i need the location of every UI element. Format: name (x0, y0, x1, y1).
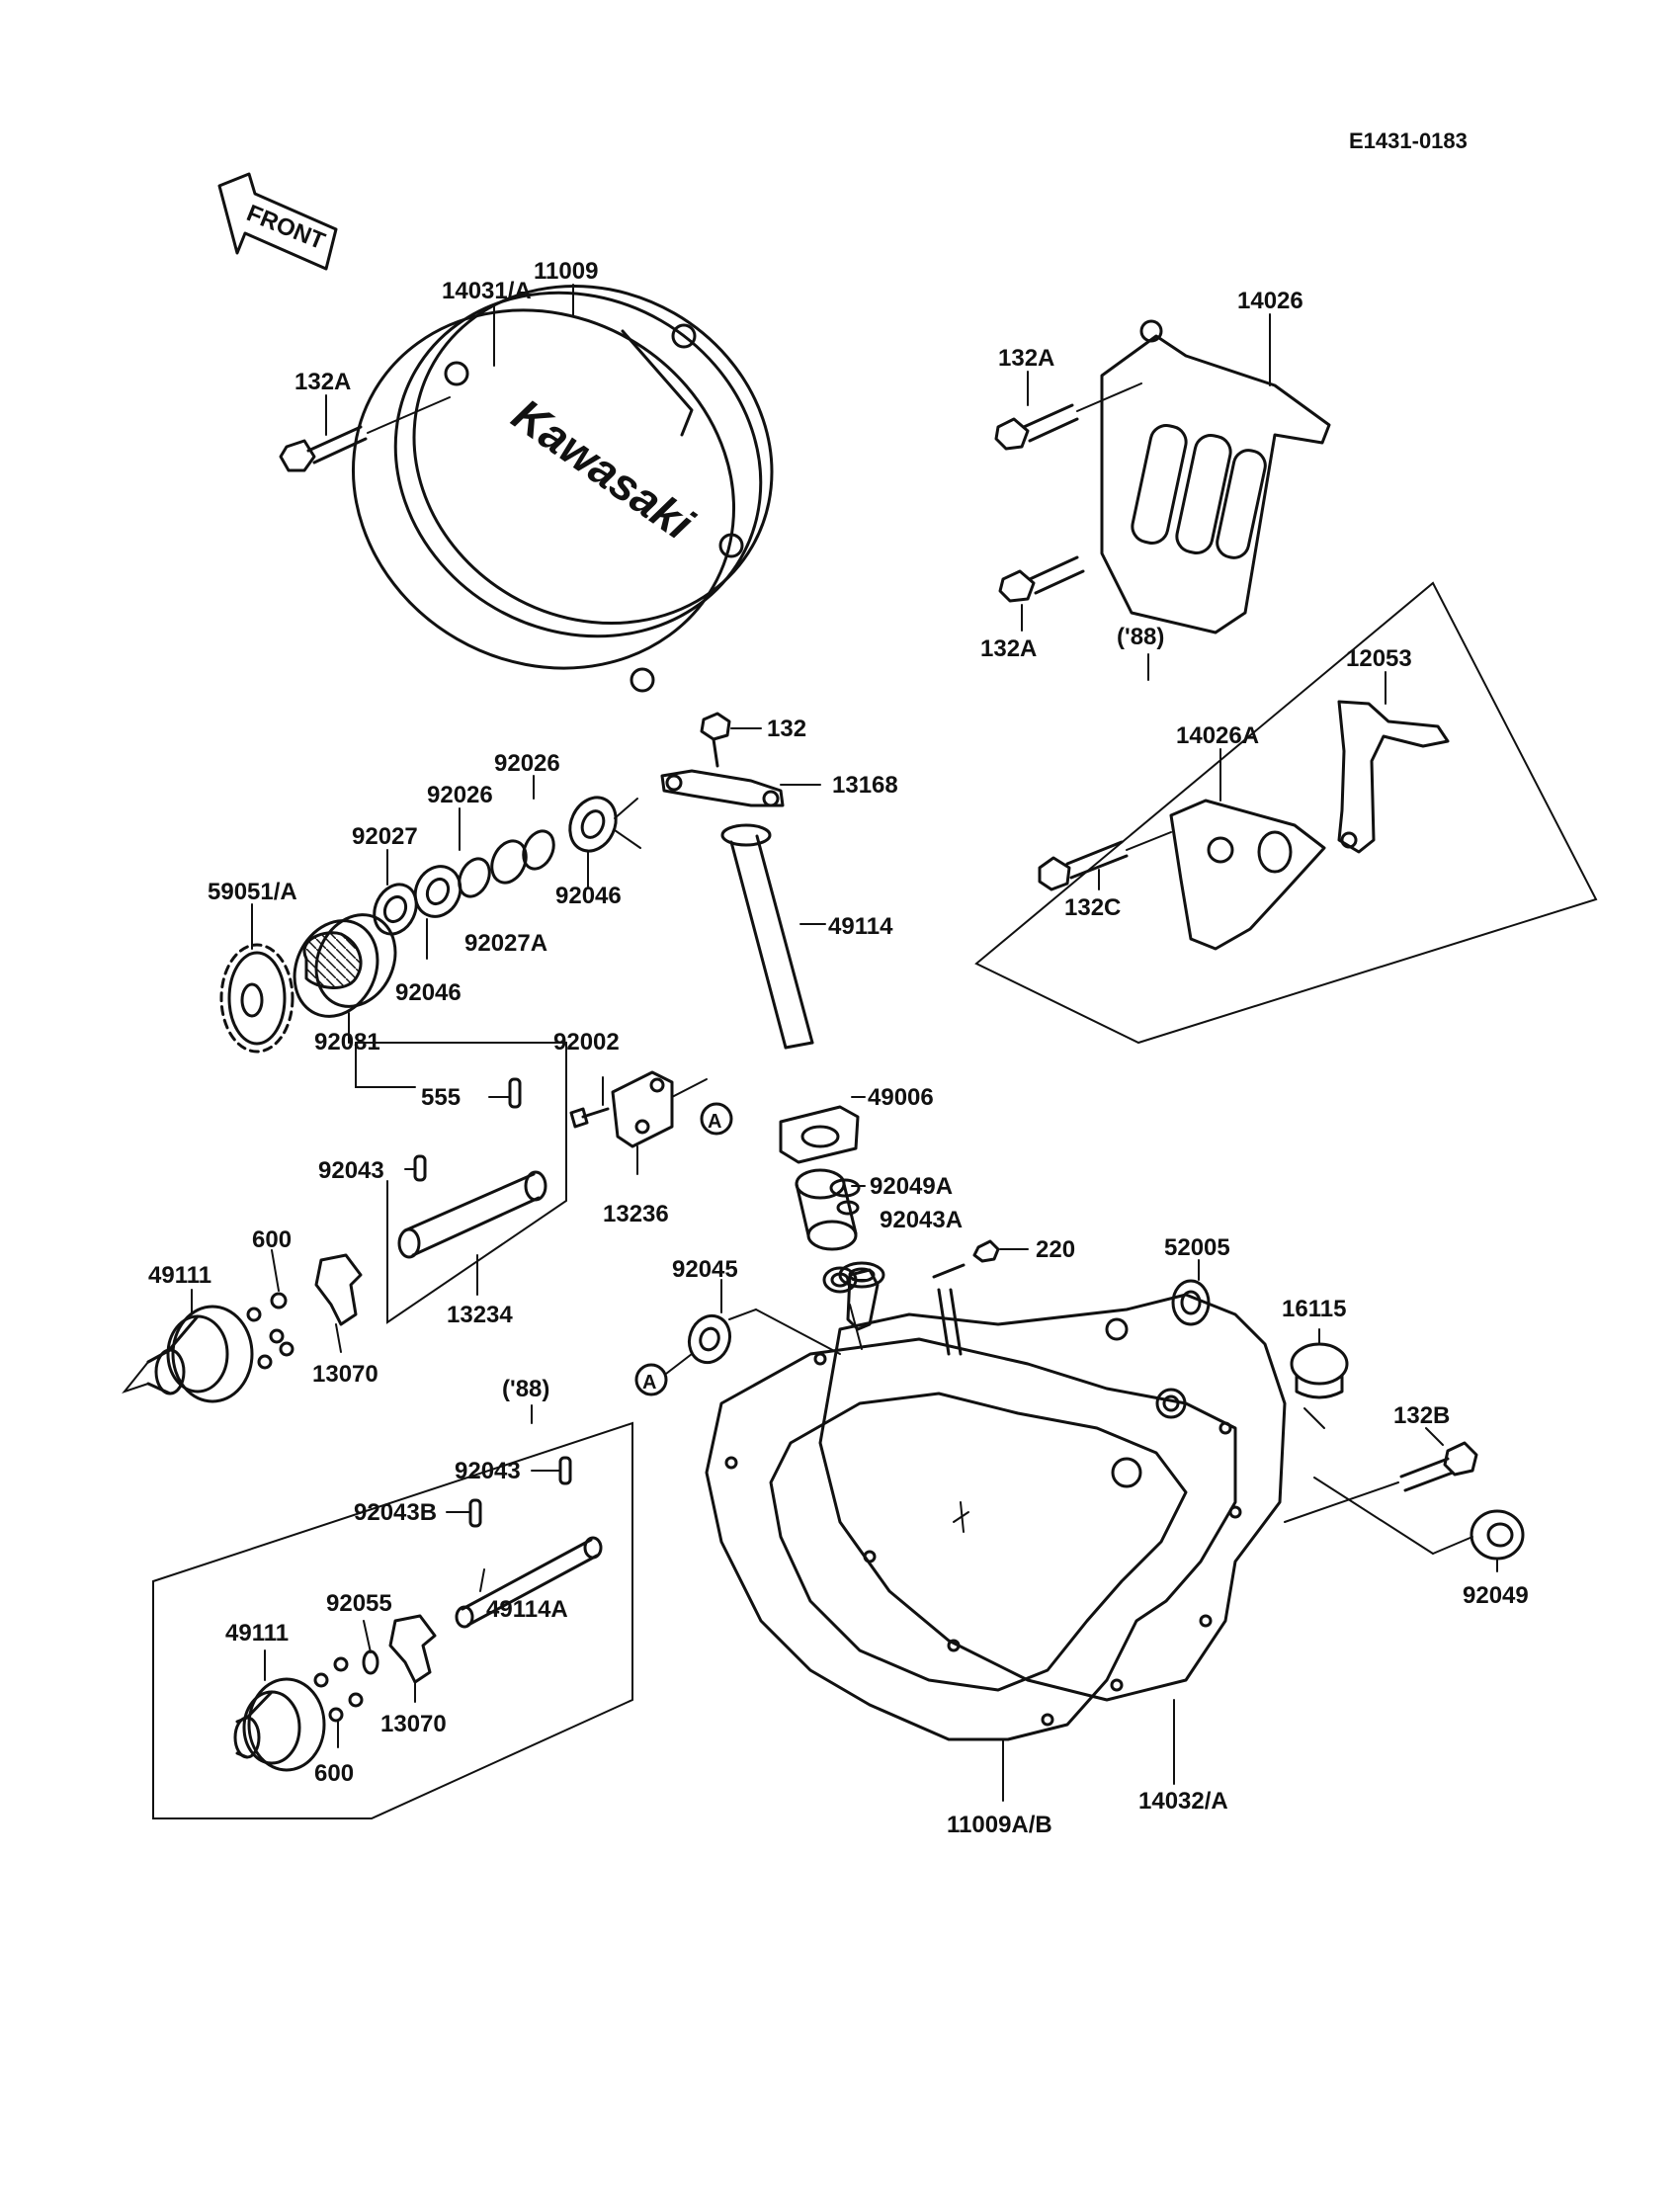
label-13070-a: 13070 (312, 1361, 378, 1388)
label-132: 132 (767, 716, 806, 742)
bolt-132a-right-lower (998, 555, 1085, 603)
label-11009: 11009 (534, 258, 598, 285)
generator-cover: Kawasaki (351, 285, 774, 693)
label-14032a: 14032/A (1138, 1788, 1228, 1815)
diagram-code: E1431-0183 (1349, 128, 1468, 153)
label-600-b: 600 (314, 1760, 354, 1787)
label-16115: 16115 (1282, 1296, 1346, 1322)
label-92043-a: 92043 (318, 1157, 384, 1184)
label-12053: 12053 (1346, 645, 1412, 672)
year-88-bottom: ('88) (502, 1376, 549, 1402)
label-49006: 49006 (868, 1084, 934, 1111)
bracket-13236 (569, 1070, 708, 1148)
spring (293, 913, 397, 1018)
shift-drum-parts (779, 1105, 863, 1350)
label-600-a: 600 (252, 1226, 292, 1253)
kick-shaft-upper (122, 1253, 363, 1403)
label-132b: 132B (1393, 1402, 1450, 1429)
label-13236: 13236 (603, 1201, 669, 1227)
cover-small-parts (687, 1239, 1525, 1561)
sprocket-cover (1100, 319, 1331, 634)
label-52005: 52005 (1164, 1234, 1230, 1261)
svg-text:A: A (642, 1372, 656, 1394)
label-92002: 92002 (553, 1029, 620, 1056)
label-92045: 92045 (672, 1256, 738, 1283)
leader-lines (191, 284, 1498, 1802)
label-92043b: 92043B (354, 1499, 437, 1526)
label-92049a: 92049A (870, 1173, 953, 1200)
label-11009ab: 11009A/B (947, 1812, 1052, 1838)
label-92027a: 92027A (464, 930, 547, 957)
label-220: 220 (1036, 1236, 1075, 1263)
marker-a-lower: A (634, 1353, 693, 1396)
label-132c: 132C (1064, 894, 1121, 921)
part-labels: 11009 14031/A 132A 14026 132A 132A 12053… (148, 258, 1529, 1838)
label-92055: 92055 (326, 1590, 392, 1617)
marker-a-upper: A (700, 1102, 733, 1136)
inset-88-top: ('88) (974, 581, 1598, 1045)
label-13168: 13168 (832, 772, 898, 799)
label-555: 555 (421, 1084, 461, 1111)
label-49111-b: 49111 (225, 1620, 289, 1647)
label-92081: 92081 (314, 1029, 380, 1056)
sprocket (219, 943, 294, 1054)
label-13070-b: 13070 (380, 1711, 447, 1737)
clutch-cover (705, 1261, 1287, 1741)
label-92046-a: 92046 (555, 883, 622, 909)
label-92026-a: 92026 (494, 750, 560, 777)
label-132a-right-lower: 132A (980, 635, 1037, 662)
inset-88-bottom: ('88) (152, 1376, 633, 1819)
label-92026-b: 92026 (427, 782, 493, 808)
label-132a-left: 132A (294, 369, 351, 395)
label-49114: 49114 (828, 913, 893, 940)
svg-text:A: A (708, 1111, 721, 1133)
label-14026a: 14026A (1176, 722, 1259, 749)
front-arrow-icon: FRONT (217, 172, 338, 271)
inset-13234 (355, 1042, 567, 1324)
logo-text: Kawasaki (503, 388, 704, 550)
shift-shaft (660, 712, 814, 1050)
label-59051a: 59051/A (208, 879, 297, 905)
bolt-132a-left (279, 396, 451, 472)
label-14026: 14026 (1237, 288, 1303, 314)
label-132a-right: 132A (998, 345, 1054, 372)
label-49114a: 49114A (486, 1596, 568, 1623)
label-92043a: 92043A (880, 1207, 963, 1233)
label-13234: 13234 (447, 1302, 513, 1328)
label-49111-a: 49111 (148, 1262, 211, 1289)
label-92046-b: 92046 (395, 979, 462, 1006)
year-88-top: ('88) (1117, 624, 1164, 650)
label-92043-b: 92043 (455, 1458, 521, 1484)
bolt-132a-right (994, 382, 1142, 451)
label-92027: 92027 (352, 823, 418, 850)
washer-stack (373, 796, 641, 936)
label-14031a: 14031/A (442, 278, 532, 304)
label-92049: 92049 (1463, 1582, 1529, 1609)
